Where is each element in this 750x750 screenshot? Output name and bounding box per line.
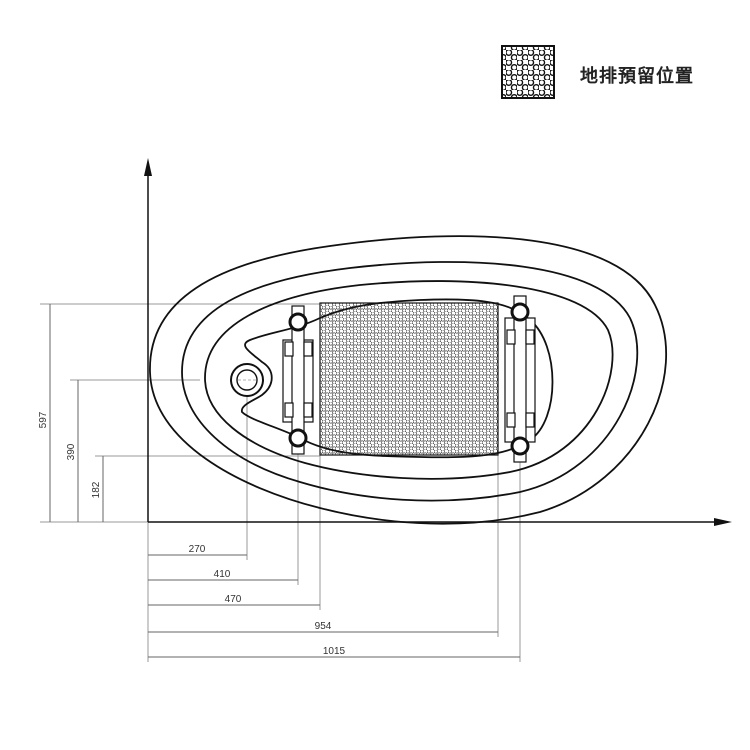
dim-182: 182 <box>91 481 102 498</box>
dim-270: 270 <box>189 544 206 555</box>
left-support-bracket <box>282 305 314 455</box>
legend-mesh-swatch-icon <box>501 45 555 99</box>
tub-outer-rim <box>149 235 668 525</box>
y-axis-arrow-icon <box>144 158 152 176</box>
dim-410: 410 <box>214 569 231 580</box>
dim-390: 390 <box>66 443 77 460</box>
tub-middle-rim <box>181 261 639 502</box>
x-axis-arrow-icon <box>714 518 732 526</box>
tub-inner-rim <box>204 280 614 480</box>
dim-597: 597 <box>38 411 49 428</box>
legend-label: 地排預留位置 <box>580 66 694 87</box>
dimension-lines <box>49 304 520 658</box>
axes <box>147 165 725 523</box>
drain-icon <box>230 363 264 397</box>
dim-470: 470 <box>225 594 242 605</box>
floor-drain-mesh-area <box>319 302 499 456</box>
dim-1015: 1015 <box>323 646 346 657</box>
dim-954: 954 <box>315 621 332 632</box>
right-support-bracket <box>504 295 536 463</box>
